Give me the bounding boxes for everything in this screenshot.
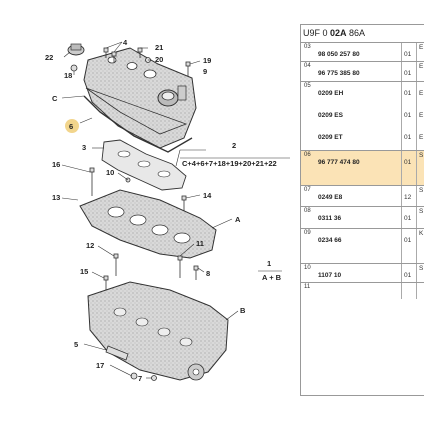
part-quantity: 12 [404,194,412,201]
parts-row-07[interactable]: 07 S 0249 E8 12 [301,185,424,206]
part-quantity: 01 [404,237,412,244]
row-code: S [419,187,424,194]
callout-5: 5 [74,340,78,349]
part-reference: 96 775 385 80 [318,70,360,77]
parts-row-10[interactable]: 10 S 1107 10 01 [301,263,424,282]
part-reference: 96 777 474 80 [318,159,360,166]
callout-2: 2 [232,141,236,150]
row-code: S [419,208,424,215]
callout-labels: 22 4 21 20 19 9 18 C 6 3 2 C+4+6+7+18+19… [45,38,282,383]
intermediate-gasket[interactable] [101,139,187,191]
callout-10: 10 [106,168,114,177]
callout-B: B [240,306,246,315]
callout-C: C [52,94,58,103]
parts-row-06[interactable]: 06 S 96 777 474 80 01 [301,150,424,185]
leader-lines [61,41,290,379]
callout-9: 9 [203,67,207,76]
part-reference: 0209 ES [318,112,343,119]
part-quantity: 01 [404,272,412,279]
part-quantity: 01 [404,134,412,141]
part-reference: 98 050 257 80 [318,51,360,58]
callout-ref-1: A + B [262,273,282,282]
callout-18: 18 [64,71,72,80]
part-reference: 0209 EH [318,90,344,97]
entry-code: E [419,134,424,141]
part-quantity: 01 [404,112,412,119]
cylinder-head[interactable] [87,281,229,381]
callout-7: 7 [138,374,142,383]
part-reference: 0234 66 [318,237,342,244]
part-quantity: 01 [404,51,412,58]
callout-1: 1 [267,259,271,268]
part-reference: 0249 E8 [318,194,343,201]
part-reference: 0209 ET [318,134,343,141]
row-number: 03 [304,44,311,50]
row-number: 08 [304,208,311,214]
row-code: E [419,63,424,70]
part-quantity: 01 [404,159,412,166]
part-reference: 1107 10 [318,272,342,279]
callout-21: 21 [155,43,163,52]
carrier-bolts[interactable] [103,253,199,290]
callout-19: 19 [203,56,211,65]
parts-row-11[interactable]: 11 [301,282,424,299]
parts-row-04[interactable]: 04 E 96 775 385 80 01 [301,61,424,81]
row-number: 11 [304,284,311,290]
parts-row-03[interactable]: 03 E 98 050 257 80 01 [301,42,424,61]
camshaft-carrier[interactable] [79,189,217,259]
row-code: S [419,152,424,159]
callout-17: 17 [96,361,104,370]
callout-4: 4 [123,38,128,47]
callout-8: 8 [206,269,210,278]
oil-filler-cap[interactable] [67,43,85,56]
callout-22: 22 [45,53,53,62]
head-small-parts[interactable] [105,345,157,381]
valve-cover[interactable] [83,47,197,149]
row-code: E [419,44,424,51]
row-number: 09 [304,230,311,236]
callout-6-highlight [65,119,79,133]
entry-code: E [419,90,424,97]
callout-13: 13 [52,193,60,202]
exploded-parts-diagram: 22 4 21 20 19 9 18 C 6 3 2 C+4+6+7+18+19… [45,38,290,383]
part-quantity: 01 [404,70,412,77]
row-number: 05 [304,83,311,89]
callout-14: 14 [203,191,212,200]
callout-A: A [235,215,241,224]
row-number: 07 [304,187,311,193]
part-quantity: 01 [404,215,412,222]
callout-11: 11 [196,239,204,248]
callout-ref-2: C+4+6+7+18+19+20+21+22 [182,159,277,168]
callout-3: 3 [82,143,86,152]
entry-code: E [419,112,424,119]
row-number: 04 [304,63,311,69]
callout-12: 12 [86,241,94,250]
row-code: K [419,230,424,237]
cover-bolts[interactable] [70,47,191,76]
parts-row-08[interactable]: 08 S 0311 36 01 [301,206,424,228]
part-reference: 0311 36 [318,215,342,222]
callout-15: 15 [80,267,88,276]
callout-16: 16 [52,160,60,169]
row-number: 06 [304,152,311,158]
row-number: 10 [304,265,311,271]
parts-row-09[interactable]: 09 K 0234 66 01 [301,228,424,263]
part-quantity: 01 [404,90,412,97]
callout-6: 6 [69,122,73,131]
callout-20: 20 [155,55,163,64]
cover-gasket[interactable] [83,95,193,153]
row-code: S [419,265,424,272]
diagram-code-header: U9F 0 02A 86A [303,28,366,38]
